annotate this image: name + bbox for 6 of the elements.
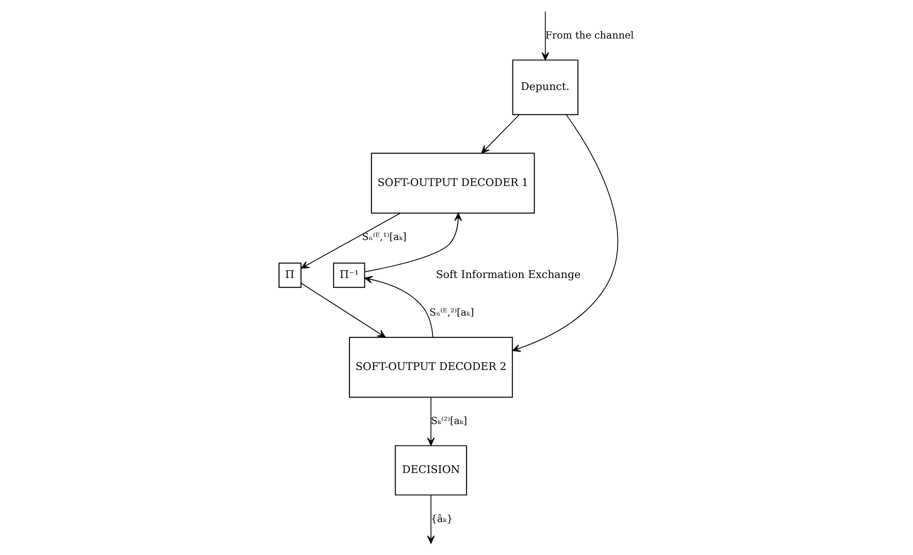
edge-label: Sₖ⁽²⁾[aₖ] (430, 416, 468, 428)
edge-label: {âₖ} (430, 514, 453, 525)
edge-label: From the channel (545, 30, 634, 42)
label: Soft Information Exchange (436, 269, 581, 282)
edge-label: Sₙ⁽ᴱ,¹⁾[aₖ] (362, 232, 407, 243)
edge-label: Sₙ⁽ᴱ,²⁾[aₖ] (429, 308, 474, 319)
